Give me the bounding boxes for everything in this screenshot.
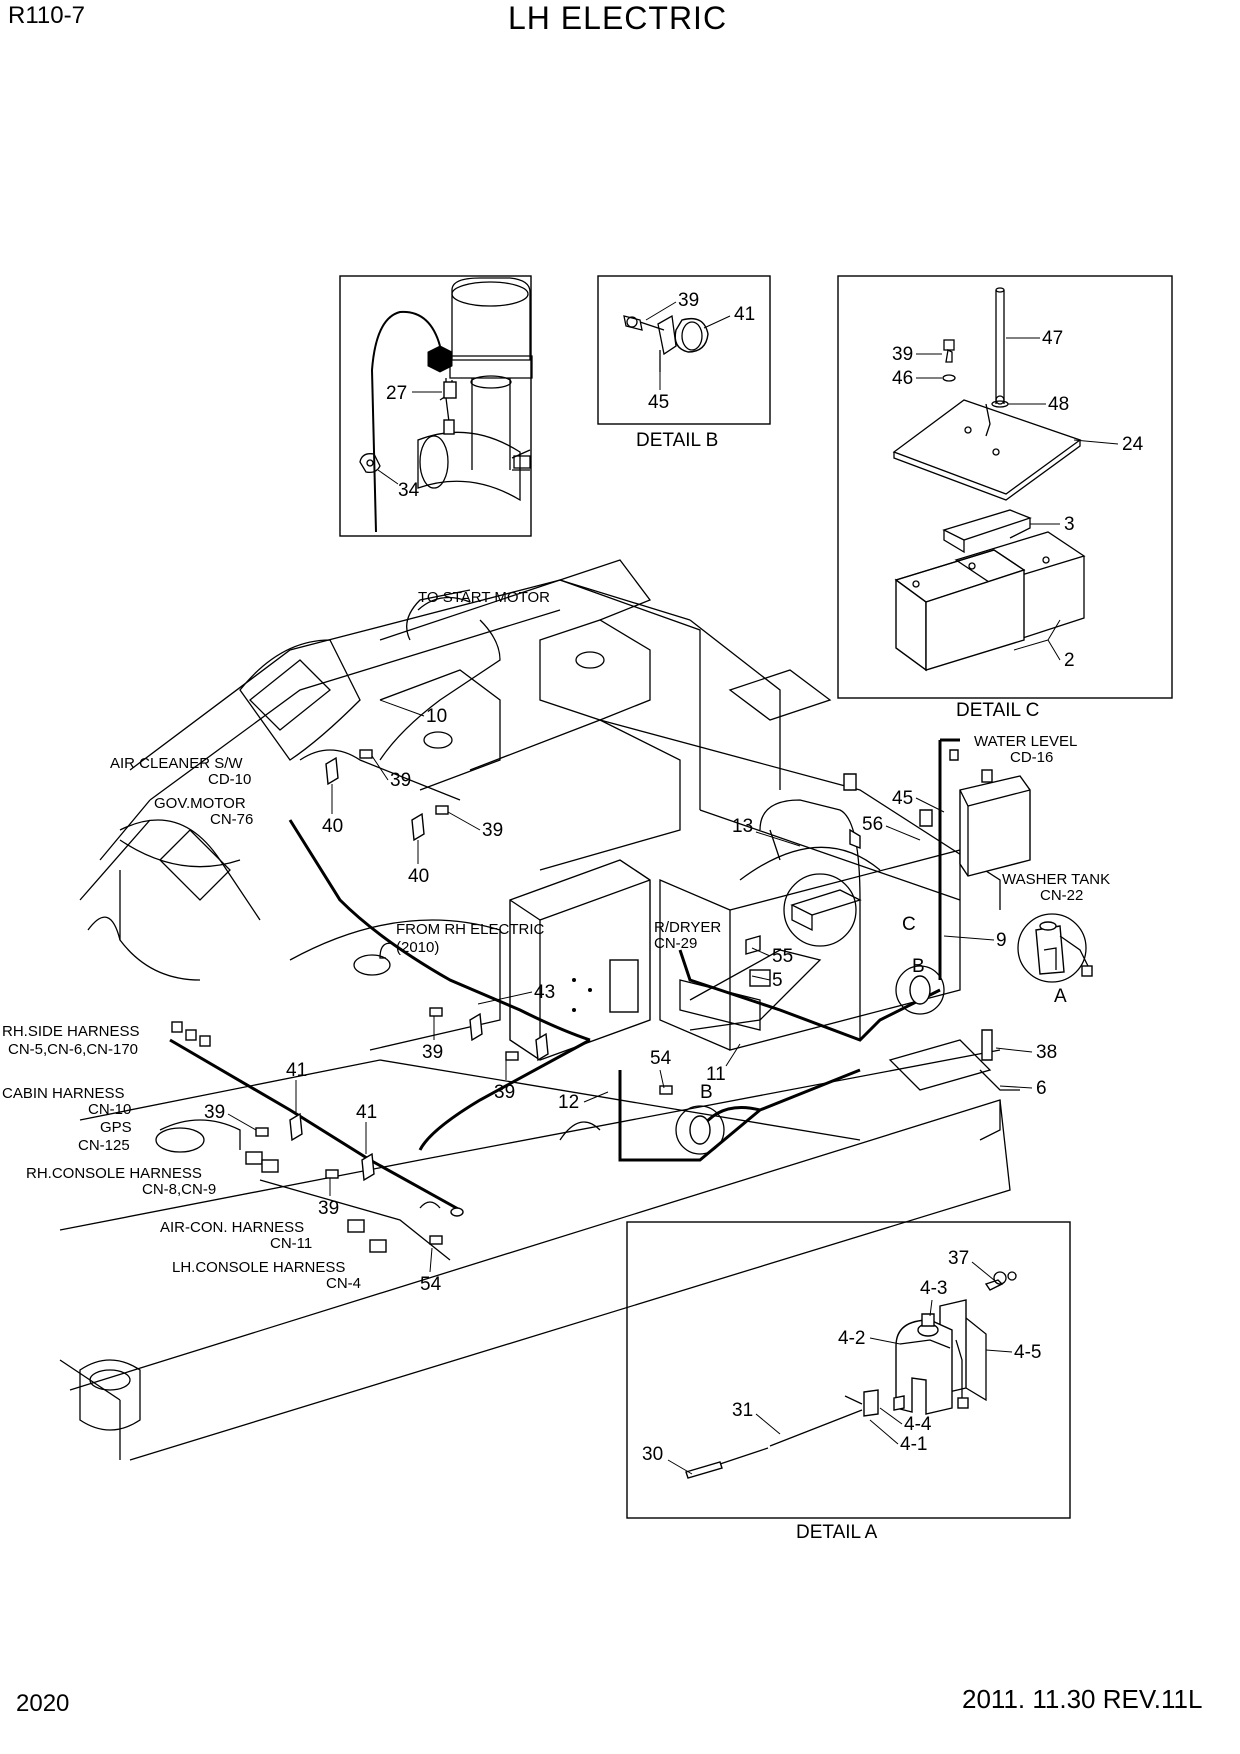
detail-frame-a xyxy=(626,1221,1071,1519)
label-cn-4: CN-4 xyxy=(326,1275,361,1292)
detail-b-part-41: 41 xyxy=(734,304,755,325)
main-connectors xyxy=(171,749,1093,1253)
upper-frame-drawing xyxy=(59,559,1011,1461)
detail-b-clamp-drawing xyxy=(623,314,709,372)
label-cn-11: CN-11 xyxy=(270,1235,312,1252)
part-number-39-b: 39 xyxy=(482,820,503,841)
label-gps: GPS xyxy=(100,1119,132,1136)
label-cd-16: CD-16 xyxy=(1010,749,1053,766)
part-number-55: 55 xyxy=(772,946,793,967)
detail-a-part-4-1: 4-1 xyxy=(900,1434,927,1455)
part-number-40-b: 40 xyxy=(408,866,429,887)
part-number-39-c: 39 xyxy=(422,1042,443,1063)
part-number-43: 43 xyxy=(534,982,555,1003)
label-cn-125: CN-125 xyxy=(78,1137,130,1154)
part-number-6: 6 xyxy=(1036,1078,1047,1099)
label-cd-10: CD-10 xyxy=(208,771,251,788)
detail-b-part-45: 45 xyxy=(648,392,669,413)
detail-a-label: DETAIL A xyxy=(796,1522,878,1543)
detail-c-battery-drawing xyxy=(892,287,1086,672)
air-cleaner-drawing xyxy=(359,277,533,533)
detail-frame-air-cleaner xyxy=(339,275,532,537)
label-washer-tank: WASHER TANK xyxy=(1002,871,1110,888)
part-number-9: 9 xyxy=(996,930,1007,951)
detail-a-part-4-3: 4-3 xyxy=(920,1278,947,1299)
detail-a-part-30: 30 xyxy=(642,1444,663,1465)
page-title: LH ELECTRIC xyxy=(508,0,728,36)
part-number-13: 13 xyxy=(732,816,753,837)
label-to-start-motor: TO START MOTOR xyxy=(418,589,550,606)
label-from-rh-electric: FROM RH ELECTRIC xyxy=(396,921,545,938)
detail-c-label: DETAIL C xyxy=(956,700,1039,721)
part-number-39-e: 39 xyxy=(204,1102,225,1123)
detail-a-part-37: 37 xyxy=(948,1248,969,1269)
label-gov-motor: GOV.MOTOR xyxy=(154,795,246,812)
part-number-41-b: 41 xyxy=(356,1102,377,1123)
label-air-cleaner-sw: AIR CLEANER S/W xyxy=(110,755,243,772)
detail-a-washer-drawing xyxy=(685,1271,1017,1479)
label-cn-22: CN-22 xyxy=(1040,887,1083,904)
detail-c-part-48: 48 xyxy=(1048,394,1069,415)
part-number-39-d: 39 xyxy=(494,1082,515,1103)
part-number-45: 45 xyxy=(892,788,913,809)
part-number-54-b: 54 xyxy=(420,1274,442,1295)
detail-c-part-3: 3 xyxy=(1064,514,1075,535)
label-cn-5-6-170: CN-5,CN-6,CN-170 xyxy=(8,1041,138,1058)
label-air-con-harness: AIR-CON. HARNESS xyxy=(160,1219,304,1236)
detail-b-part-39: 39 xyxy=(678,290,699,311)
part-number-38: 38 xyxy=(1036,1042,1057,1063)
detail-c-part-24: 24 xyxy=(1122,434,1144,455)
part-number-39-f: 39 xyxy=(318,1198,339,1219)
label-cn-76: CN-76 xyxy=(210,811,253,828)
detail-frame-c xyxy=(837,275,1173,699)
part-number-34: 34 xyxy=(398,480,420,501)
part-number-5: 5 xyxy=(772,970,783,991)
part-number-41-a: 41 xyxy=(286,1060,307,1081)
detail-marker-c: C xyxy=(902,914,916,935)
label-2010: (2010) xyxy=(396,939,439,956)
detail-a-part-31: 31 xyxy=(732,1400,753,1421)
detail-a-part-4-5: 4-5 xyxy=(1014,1342,1041,1363)
label-rh-console-harness: RH.CONSOLE HARNESS xyxy=(26,1165,202,1182)
detail-a-part-4-2: 4-2 xyxy=(838,1328,865,1349)
label-cn-29: CN-29 xyxy=(654,935,697,952)
label-cn-10: CN-10 xyxy=(88,1101,131,1118)
label-water-level: WATER LEVEL xyxy=(974,733,1077,750)
label-cn-8-9: CN-8,CN-9 xyxy=(142,1181,216,1198)
label-rh-side-harness: RH.SIDE HARNESS xyxy=(2,1023,140,1040)
detail-c-part-47: 47 xyxy=(1042,328,1063,349)
detail-c-part-39: 39 xyxy=(892,344,913,365)
part-number-54-a: 54 xyxy=(650,1048,672,1069)
detail-frame-b xyxy=(597,275,771,425)
label-cabin-harness: CABIN HARNESS xyxy=(2,1085,125,1102)
part-number-11: 11 xyxy=(706,1064,726,1085)
revision-date: 2011. 11.30 REV.11L xyxy=(962,1684,1203,1714)
part-number-39-a: 39 xyxy=(390,770,411,791)
detail-a-part-4-4: 4-4 xyxy=(904,1414,932,1435)
detail-marker-b-2: B xyxy=(700,1082,713,1103)
part-number-56: 56 xyxy=(862,814,883,835)
model-code: R110-7 xyxy=(8,2,85,29)
detail-b-label: DETAIL B xyxy=(636,430,718,451)
detail-marker-a: A xyxy=(1054,986,1067,1007)
label-r-dryer: R/DRYER xyxy=(654,919,721,936)
part-number-10: 10 xyxy=(426,706,447,727)
detail-marker-b: B xyxy=(912,956,925,977)
part-number-27: 27 xyxy=(386,383,407,404)
page-number: 2020 xyxy=(16,1690,70,1717)
detail-c-part-46: 46 xyxy=(892,368,913,389)
label-lh-console-harness: LH.CONSOLE HARNESS xyxy=(172,1259,345,1276)
part-number-40-a: 40 xyxy=(322,816,343,837)
part-number-12: 12 xyxy=(558,1092,579,1113)
detail-c-part-2: 2 xyxy=(1064,650,1075,671)
